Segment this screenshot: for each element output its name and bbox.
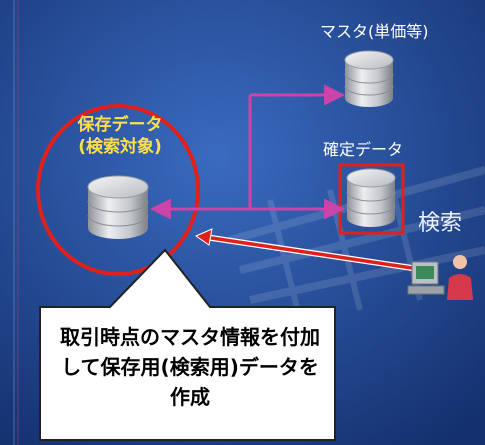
saved-data-label-line2: (検索対象) [78,137,162,157]
callout-line2: して保存用(検索用)データを [61,355,319,379]
master-data-label: マスタ(単価等) [320,22,429,41]
callout-text: 取引時点のマスタ情報を付加 して保存用(検索用)データを 作成 [40,322,340,412]
data-flow-connector [149,84,346,220]
callout-line3: 作成 [170,385,210,409]
callout-line1: 取引時点のマスタ情報を付加 [60,325,320,349]
user-computer-icon [407,255,473,300]
saved-data-label-line1: 保存データ [77,115,163,135]
saved-database-icon [87,175,149,239]
search-arrow [194,228,413,271]
confirmed-data-label: 確定データ [323,140,404,159]
saved-data-highlight-ellipse [36,104,200,276]
search-label: 検索 [418,211,463,236]
master-database-icon [344,50,394,107]
callout-box [39,248,336,441]
saved-data-label: 保存データ (検索対象) [55,114,185,158]
confirmed-database-icon [346,168,396,227]
